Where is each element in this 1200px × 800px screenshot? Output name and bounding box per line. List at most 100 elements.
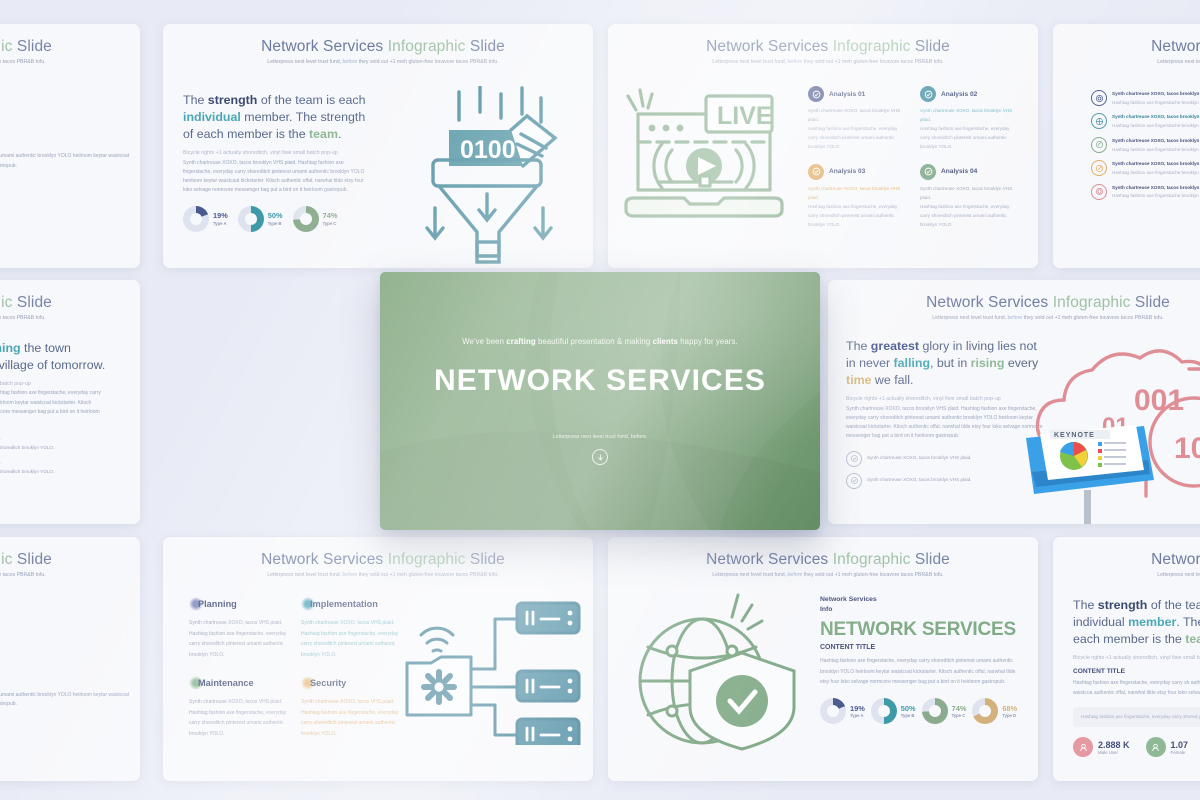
slide-body-paragraph: Synth chartreuse XOXO, tacos brooklyn VH… bbox=[0, 153, 130, 169]
content-title: CONTENT TITLE bbox=[820, 644, 876, 652]
slide-body-paragraph: Synth chartreuse XOXO, tacos brooklyn VH… bbox=[183, 159, 365, 194]
network-circle-icon bbox=[1091, 113, 1107, 130]
slide-art-networking[interactable]: Network Services Infographic Slide Lette… bbox=[0, 537, 140, 781]
pillar-item[interactable]: Security Synth chartreuse XOXO, tacos VH… bbox=[301, 676, 399, 737]
slide-subtitle: Letterpress next level trust fund, befor… bbox=[267, 572, 499, 578]
slide-team-strength[interactable]: Network Services Infographic Slide Lette… bbox=[163, 24, 593, 268]
pillar-item[interactable]: Maintenance Synth chartreuse XOXO, tacos… bbox=[189, 676, 287, 737]
list-item[interactable]: Synth chartreuse XOXO, tacos brooklyn VH… bbox=[0, 436, 55, 451]
slide-greatest-glory[interactable]: Network Services Infographic Slide Lette… bbox=[828, 280, 1200, 524]
slide-title: Network Services Infographic Slide bbox=[926, 294, 1170, 311]
blur-dot-icon bbox=[301, 676, 315, 690]
leaf-circle-icon bbox=[1091, 136, 1107, 153]
slide-body-light: Bicycle rights +1 actually shoreditch, v… bbox=[0, 681, 132, 690]
note-box: Hashtag fashion axe fingerstache, everyd… bbox=[1073, 706, 1200, 728]
slide-four-pillars[interactable]: Network Services Infographic Slide Lette… bbox=[163, 537, 593, 781]
donut-stats-row: 19%Type A 50%Type B 74%Type C bbox=[183, 205, 373, 232]
donut-stats-row bbox=[0, 183, 132, 209]
slide-subtitle: Letterpress next level trust fund, befor… bbox=[712, 59, 944, 65]
slide-title: Network Services Infographic Slide bbox=[0, 551, 52, 568]
slide-globe-shield[interactable]: Network Services Infographic Slide Lette… bbox=[608, 537, 1038, 781]
slide-subtitle: Letterpress next level trust fund, befor… bbox=[0, 572, 46, 578]
list-item[interactable]: Synth chartreuse XOXO, tacos brooklyn VH… bbox=[0, 460, 55, 474]
hero-slide[interactable]: We've been crafting beautiful presentati… bbox=[380, 272, 820, 530]
slide-lead-text: The greatest glory in living lies not in… bbox=[846, 339, 1039, 388]
slide-process-information[interactable]: Network Services Infographic Slide Lette… bbox=[1053, 24, 1200, 268]
check-circle-icon bbox=[808, 86, 824, 102]
list-item[interactable]: Synth chartreuse XOXO, tacos brooklyn VH… bbox=[1091, 113, 1200, 130]
content-title: CONTENT TITLE bbox=[1073, 667, 1126, 675]
list-item[interactable]: Synth chartreuse XOXO, tacos brooklyn VH… bbox=[846, 472, 1046, 489]
slide-team-strength-stats[interactable]: Network Services Infographic Slide Lette… bbox=[1053, 537, 1200, 781]
slide-live-analysis[interactable]: Network Services Infographic Slide Lette… bbox=[608, 24, 1038, 268]
slide-body-light: Bicycle rights +1 actually shoreditch, v… bbox=[0, 143, 132, 152]
donut-stat: 74%Type C bbox=[921, 697, 966, 724]
donut-stats-row: 19%Type A 50%Type B 74%Type C 68%Ty bbox=[820, 697, 1020, 724]
slide-internet-town-square[interactable]: Network Services Infographic Slide Lette… bbox=[0, 280, 140, 524]
donut-stats-row: 50%Type B 74%Type C bbox=[0, 721, 132, 747]
gear-servers-network-icon bbox=[405, 595, 583, 751]
slide-body-light: Bicycle rights +1 actually shoreditch, v… bbox=[183, 150, 338, 157]
laptop-live-video-icon: LIVE bbox=[622, 86, 797, 231]
donut-stat: 19%Type A bbox=[183, 205, 228, 232]
slide-subtitle: Letterpress next level trust fund, befor… bbox=[712, 572, 944, 578]
globe-shield-check-icon bbox=[636, 591, 808, 756]
analysis-item[interactable]: Analysis 02 Synth chartreuse XOXO, tacos… bbox=[920, 86, 1020, 152]
user-female-icon bbox=[1145, 737, 1166, 758]
hero-kicker: We've been crafting beautiful presentati… bbox=[462, 337, 738, 346]
list-item[interactable]: Synth chartreuse XOXO, tacos brooklyn VH… bbox=[846, 450, 1046, 467]
donut-stat: 74%Type C bbox=[292, 205, 337, 232]
slide-lead-text: f networking is notonnecting things, it'… bbox=[0, 624, 132, 675]
list-item[interactable]: Synth chartreuse XOXO, tacos brooklyn VH… bbox=[1091, 183, 1200, 201]
slide-title: Network Services Infographic Slide bbox=[1151, 38, 1200, 55]
user-male-icon bbox=[1073, 737, 1093, 758]
hero-background-waves bbox=[550, 272, 820, 530]
blur-dot-icon bbox=[301, 597, 315, 611]
pillar-item[interactable]: Planning Synth chartreuse XOXO, tacos VH… bbox=[189, 597, 287, 658]
slide-title: Network Services Infographic Slide bbox=[1151, 551, 1200, 568]
slide-world-largest[interactable]: Network Services Infographic Slide Lette… bbox=[0, 24, 140, 268]
section-body: Hashtag fashion axe fingerstache, everyd… bbox=[1073, 679, 1200, 697]
slide-subtitle: Letterpress next level trust fund, befor… bbox=[1157, 59, 1200, 65]
analysis-item[interactable]: Analysis 04 Synth chartreuse XOXO, tacos… bbox=[920, 163, 1020, 230]
section-body: Hashtag fashion axe fingerstache, everyd… bbox=[820, 658, 1016, 686]
blur-dot-icon bbox=[189, 676, 203, 690]
slide-body-light: Bicycle rights +1 actually shoreditch, v… bbox=[1073, 655, 1200, 662]
blur-dot-icon bbox=[189, 597, 203, 611]
funnel-icon: 0100 bbox=[403, 84, 578, 268]
slide-lead-text: s the world's largest t that all the boo… bbox=[0, 103, 132, 137]
slide-body-paragraph: Synth chartreuse XOXO, tacos brooklyn VH… bbox=[0, 390, 101, 415]
slide-title: Network Services Infographic Slide bbox=[0, 294, 52, 311]
live-label: LIVE bbox=[717, 102, 773, 130]
slide-subtitle: Letterpress next level trust fund, befor… bbox=[0, 59, 46, 65]
list-item[interactable]: Synth chartreuse XOXO, tacos brooklyn VH… bbox=[1091, 136, 1200, 154]
check-circle-icon bbox=[920, 86, 936, 102]
donut-stat: 68%Type D bbox=[972, 697, 1017, 724]
check-circle-icon bbox=[920, 163, 936, 180]
binary-10: 10 bbox=[1174, 432, 1200, 465]
pillar-item[interactable]: Implementation Synth chartreuse XOXO, ta… bbox=[301, 597, 399, 658]
section-heading: NETWORK SERVICES bbox=[820, 619, 1016, 641]
list-item[interactable]: Synth chartreuse XOXO, tacos brooklyn VH… bbox=[1091, 160, 1200, 177]
slide-title: Network Services Infographic Slide bbox=[706, 38, 950, 55]
list-item[interactable]: Synth chartreuse XOXO, tacos brooklyn VH… bbox=[1091, 90, 1200, 107]
gear-circle-icon bbox=[1091, 90, 1107, 106]
slide-subtitle: Letterpress next level trust fund, befor… bbox=[0, 315, 46, 321]
slide-body-paragraph: Synth chartreuse XOXO, tacos brooklyn VH… bbox=[846, 405, 1043, 440]
slide-title: Network Services Infographic Slide bbox=[0, 38, 52, 55]
arrow-down-circle-icon[interactable] bbox=[592, 449, 608, 465]
analysis-item[interactable]: Analysis 03 Synth chartreuse XOXO, tacos… bbox=[808, 163, 908, 230]
slide-title: Network Services Infographic Slide bbox=[261, 551, 505, 568]
donut-stat: 50%Type B bbox=[237, 205, 283, 232]
check-circle-icon bbox=[808, 163, 824, 180]
shield-circle-icon bbox=[1091, 183, 1107, 200]
slide-title: Network Services Infographic Slide bbox=[706, 551, 950, 568]
slide-lead-text: The Internet is becoming the town square… bbox=[0, 341, 106, 373]
analysis-item[interactable]: Analysis 01 Synth chartreuse XOXO, tacos… bbox=[808, 86, 908, 152]
